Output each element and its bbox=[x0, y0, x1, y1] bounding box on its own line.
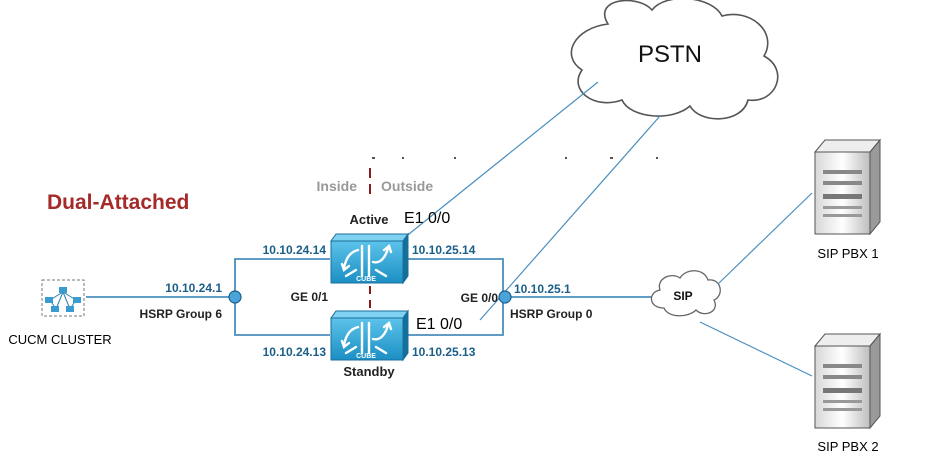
hsrp-left-interface: GE 0/1 bbox=[291, 290, 329, 304]
sip-cloud-label: SIP bbox=[673, 289, 692, 303]
diagram-title: Dual-Attached bbox=[47, 191, 189, 214]
active-router: Active E1 0/0 10.10.24.14 10.10.25.14 CU… bbox=[263, 210, 476, 285]
active-role-label: Active bbox=[349, 212, 388, 227]
sip-cloud: SIP bbox=[650, 270, 721, 317]
standby-cube-badge: CUBE bbox=[356, 353, 376, 360]
hsrp-left-ip: 10.10.24.1 bbox=[165, 281, 222, 295]
zone-inside-label: Inside bbox=[317, 178, 358, 194]
active-cube-badge: CUBE bbox=[356, 276, 376, 283]
standby-role-label: Standby bbox=[343, 364, 395, 379]
cube-router-icon: CUBE bbox=[330, 232, 409, 285]
cube-router-icon: CUBE bbox=[330, 309, 409, 362]
cucm-cluster: CUCM CLUSTER bbox=[8, 279, 112, 347]
hsrp-left-group: HSRP Group 6 bbox=[140, 307, 223, 321]
standby-router: Standby E1 0/0 10.10.24.13 10.10.25.13 C… bbox=[263, 309, 476, 379]
standby-e1-label: E1 0/0 bbox=[416, 316, 462, 333]
active-e1-label: E1 0/0 bbox=[404, 210, 450, 227]
pbx1-label: SIP PBX 1 bbox=[817, 246, 878, 261]
faded-text-fragment bbox=[372, 157, 658, 159]
active-ip-right: 10.10.25.14 bbox=[412, 243, 476, 257]
cucm-label: CUCM CLUSTER bbox=[8, 332, 111, 347]
standby-ip-right: 10.10.25.13 bbox=[412, 345, 476, 359]
pstn-cloud: PSTN bbox=[570, 0, 779, 120]
pbx1: SIP PBX 1 bbox=[813, 138, 882, 261]
hsrp-left-vip bbox=[228, 290, 242, 304]
pbx2: SIP PBX 2 bbox=[813, 332, 882, 454]
hsrp-right-interface: GE 0/0 bbox=[461, 291, 499, 305]
hsrp-right-ip: 10.10.25.1 bbox=[514, 282, 571, 296]
pstn-label: PSTN bbox=[638, 41, 702, 68]
active-ip-left: 10.10.24.14 bbox=[263, 243, 327, 257]
server-icon bbox=[813, 138, 882, 236]
standby-ip-left: 10.10.24.13 bbox=[263, 345, 327, 359]
cluster-icon bbox=[41, 279, 85, 317]
zone-outside-label: Outside bbox=[381, 178, 433, 194]
link-active-pstn bbox=[403, 81, 599, 239]
server-icon bbox=[813, 332, 882, 430]
hsrp-right-vip bbox=[498, 290, 512, 304]
link-standby-pstn bbox=[479, 115, 661, 321]
pbx2-label: SIP PBX 2 bbox=[817, 439, 878, 454]
link-sip-pbx1 bbox=[717, 192, 813, 285]
link-sip-pbx2 bbox=[699, 321, 813, 377]
hsrp-right-group: HSRP Group 0 bbox=[510, 307, 593, 321]
